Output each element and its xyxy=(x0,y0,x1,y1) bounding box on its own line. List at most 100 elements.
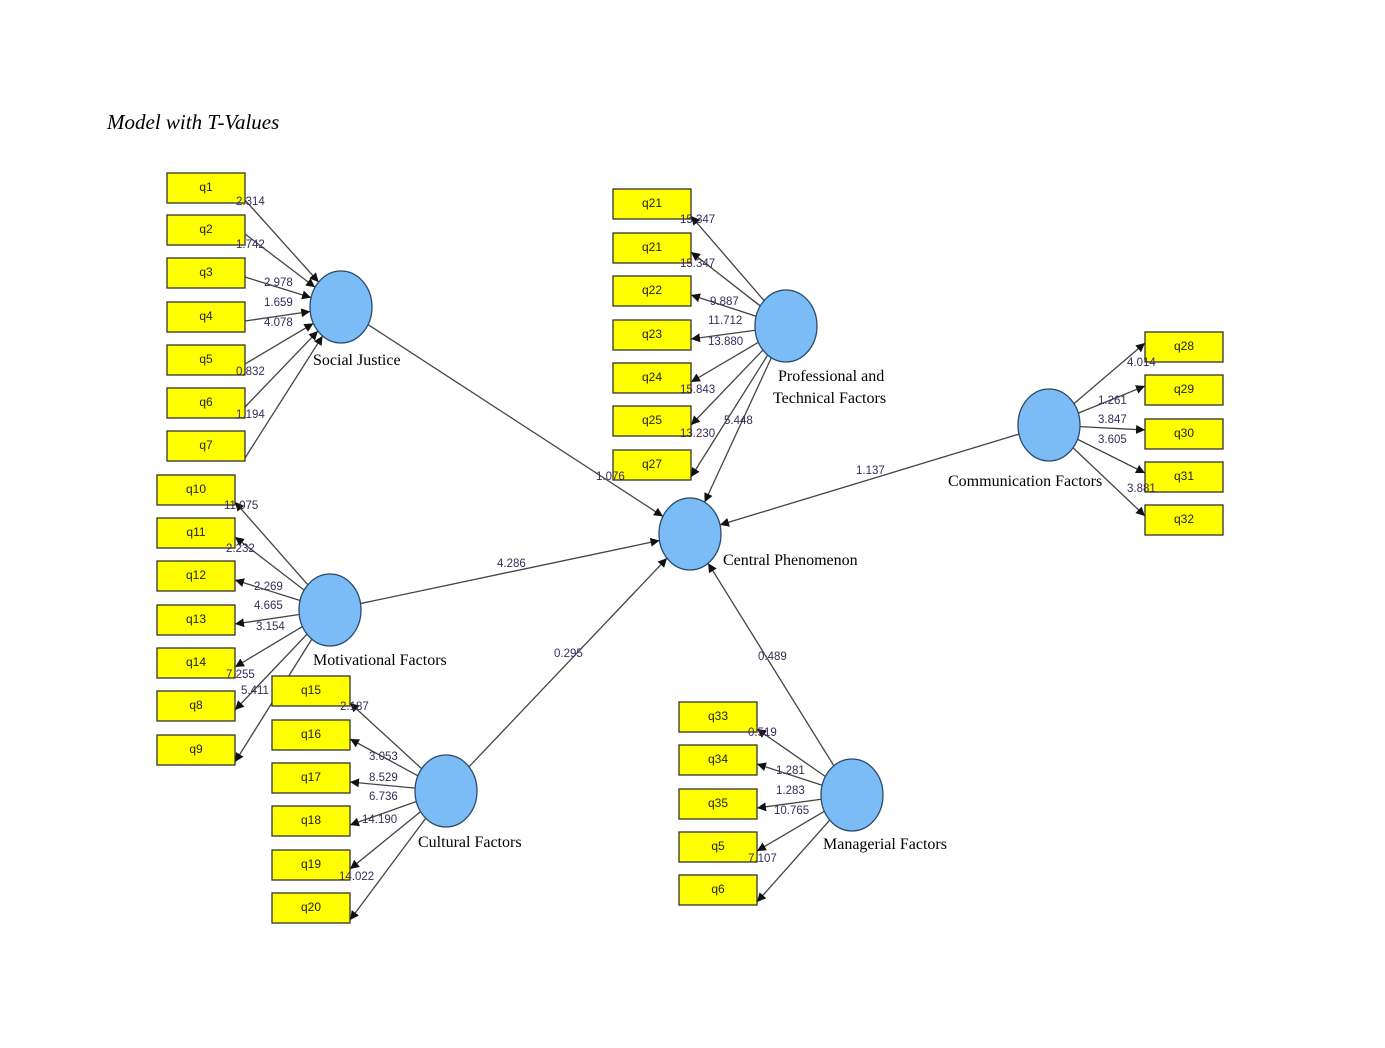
loading-arrow xyxy=(756,798,822,812)
loading-t-value: 4.014 xyxy=(1127,357,1156,369)
indicator-label: q30 xyxy=(1174,426,1194,440)
loading-arrow xyxy=(349,738,419,777)
indicator-box xyxy=(271,805,351,837)
loading-arrow xyxy=(234,633,308,711)
structural-path-arrow xyxy=(367,324,664,517)
indicator-box xyxy=(612,449,692,481)
loading-t-value: 8.529 xyxy=(369,772,398,784)
loading-t-value: 7.255 xyxy=(226,669,255,681)
loading-t-value: 2.187 xyxy=(340,701,369,713)
construct-cultural-factors xyxy=(414,754,478,828)
loading-arrow xyxy=(349,778,416,789)
loading-t-value: 1.742 xyxy=(236,239,265,251)
construct-communication-factors xyxy=(1017,388,1081,462)
construct-label: Managerial Factors xyxy=(823,836,947,853)
loading-arrow xyxy=(756,810,825,852)
structural-path-arrow xyxy=(360,537,660,605)
construct-label: Motivational Factors xyxy=(313,652,447,669)
loading-t-value: 2.314 xyxy=(236,196,265,208)
loading-arrow xyxy=(234,578,301,602)
loading-arrow xyxy=(1073,342,1146,405)
indicator-box xyxy=(678,744,758,776)
loading-t-value: 15.347 xyxy=(680,258,715,270)
indicator-label: q16 xyxy=(301,727,321,741)
loading-arrow xyxy=(244,335,324,459)
indicator-box xyxy=(612,362,692,394)
structural-path-arrow xyxy=(707,562,835,767)
indicator-label: q17 xyxy=(301,770,321,784)
indicator-box xyxy=(156,734,236,766)
indicator-label: q9 xyxy=(189,742,203,756)
indicator-label: q18 xyxy=(301,813,321,827)
indicator-box xyxy=(678,701,758,733)
indicator-label: q2 xyxy=(199,222,213,236)
construct-label: Technical Factors xyxy=(773,390,886,407)
indicator-label: q7 xyxy=(199,438,213,452)
indicator-label: q19 xyxy=(301,857,321,871)
loading-t-value: 11.712 xyxy=(708,315,742,327)
indicator-box xyxy=(612,275,692,307)
indicator-label: q25 xyxy=(642,413,662,427)
indicator-box xyxy=(166,387,246,419)
indicator-box xyxy=(166,430,246,462)
loading-t-value: 1.194 xyxy=(236,409,265,421)
structural-path-arrow xyxy=(719,433,1020,527)
construct-label: Communication Factors xyxy=(948,473,1102,490)
loading-t-value: 1.261 xyxy=(1098,395,1127,407)
indicator-box xyxy=(156,690,236,722)
construct-label: Central Phenomenon xyxy=(723,552,858,569)
loading-t-value: 2.232 xyxy=(226,543,255,555)
construct-motivational-factors xyxy=(298,573,362,647)
loading-arrow xyxy=(234,501,309,586)
loading-arrow xyxy=(1072,447,1146,517)
indicator-label: q5 xyxy=(711,839,725,853)
indicator-label: q24 xyxy=(642,370,662,384)
loading-t-value: 3.053 xyxy=(369,751,398,763)
loading-arrow xyxy=(690,354,769,478)
loading-t-value: 9.887 xyxy=(710,296,739,308)
loading-arrow xyxy=(349,702,423,770)
loading-t-value: 14.190 xyxy=(362,814,397,826)
loading-t-value: 4.078 xyxy=(264,317,293,329)
indicator-label: q21 xyxy=(642,240,662,254)
loading-t-value: 14.022 xyxy=(339,871,374,883)
indicator-box xyxy=(156,517,236,549)
indicator-box xyxy=(156,560,236,592)
construct-social-justice xyxy=(309,270,373,344)
loading-t-value: 15.843 xyxy=(680,384,715,396)
construct-label: Social Justice xyxy=(313,352,401,369)
indicator-box xyxy=(166,214,246,246)
loading-t-value: 4.665 xyxy=(254,600,283,612)
indicator-box xyxy=(271,719,351,751)
loading-arrow xyxy=(756,728,826,778)
loading-arrow xyxy=(349,811,422,870)
construct-managerial-factors xyxy=(820,758,884,832)
loading-arrow xyxy=(234,536,305,591)
indicator-box xyxy=(678,874,758,906)
loading-t-value: 3.847 xyxy=(1098,414,1127,426)
loading-arrow xyxy=(690,329,756,343)
indicator-label: q11 xyxy=(186,525,205,539)
indicator-box xyxy=(612,232,692,264)
path-t-value: 0.295 xyxy=(554,648,583,660)
indicator-box xyxy=(271,762,351,794)
loading-arrow xyxy=(244,233,316,288)
indicator-box xyxy=(612,188,692,220)
loading-t-value: 11.075 xyxy=(224,500,258,512)
indicator-label: q21 xyxy=(642,196,662,210)
loading-arrow xyxy=(756,819,831,903)
loading-t-value: 1.659 xyxy=(264,297,293,309)
indicator-label: q12 xyxy=(186,568,206,582)
indicator-label: q4 xyxy=(199,309,213,323)
indicator-label: q6 xyxy=(199,395,213,409)
structural-path-arrow xyxy=(468,557,668,768)
indicator-label: q5 xyxy=(199,352,213,366)
loading-arrow xyxy=(756,762,823,786)
indicator-label: q33 xyxy=(708,709,728,723)
indicator-label: q1 xyxy=(199,180,213,194)
indicator-label: q13 xyxy=(186,612,206,626)
loading-arrow xyxy=(1079,425,1146,435)
loading-arrow xyxy=(234,625,303,668)
path-t-value: 1.076 xyxy=(596,471,625,483)
